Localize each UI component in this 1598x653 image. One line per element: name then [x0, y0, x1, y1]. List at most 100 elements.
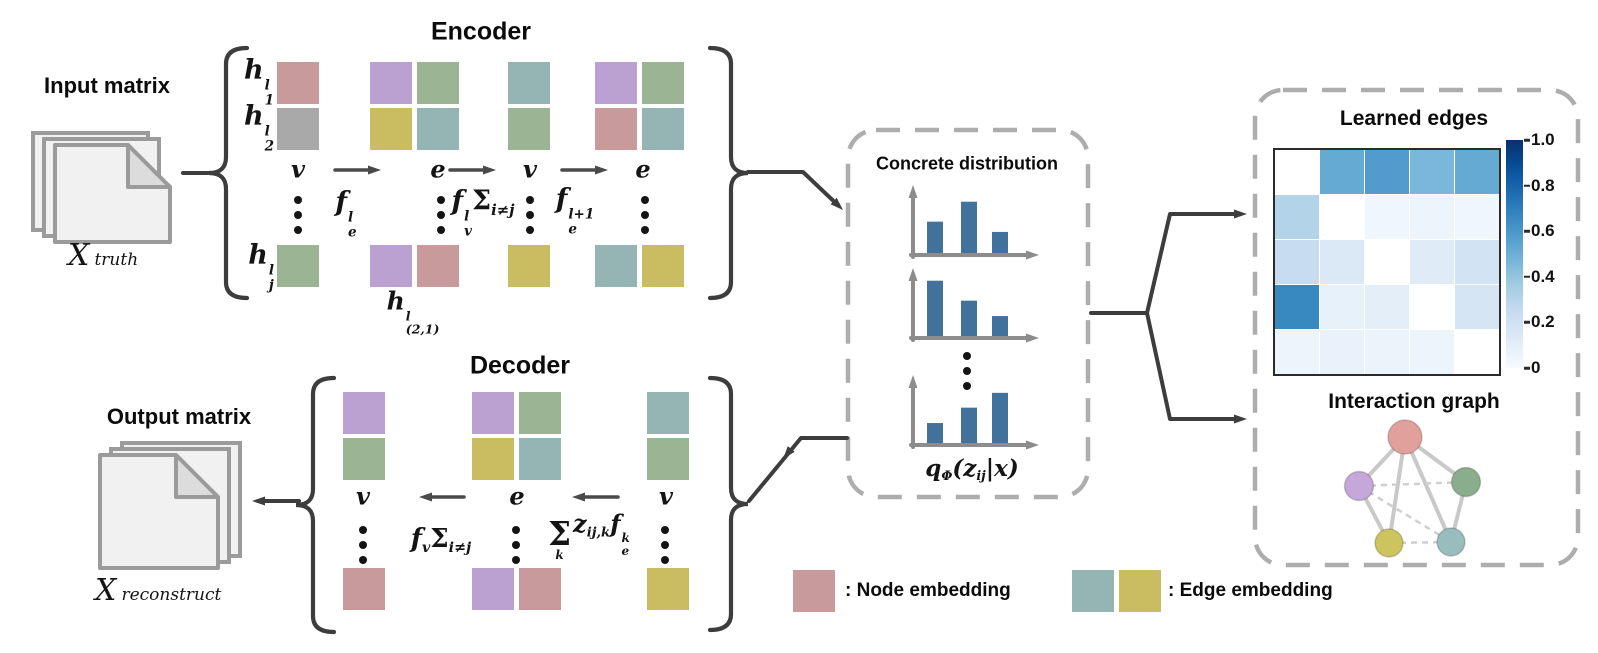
x-truth-symbol: X: [68, 238, 90, 273]
distribution-3-x-axis-head: [1026, 440, 1039, 450]
decoder-left-brace: [295, 375, 337, 635]
pink-embedding-square: [519, 568, 561, 610]
arrow-to-interaction-graph: [1145, 311, 1240, 421]
heatmap-cell-r4c1: [1320, 330, 1364, 374]
x-reconstruct-symbol: X: [95, 573, 117, 608]
learned-edges-title: Learned edges: [1339, 107, 1489, 130]
heatmap-cell-r3c1: [1320, 285, 1364, 329]
encoder-col2-bottom: [370, 245, 459, 291]
encoder-col3-bottom: [508, 245, 550, 291]
colorbar-tick-label: 0: [1531, 358, 1541, 377]
input-matrix-math-label: X truth: [68, 238, 138, 273]
decoder-arrow-v-to-e-head: [572, 492, 585, 502]
graph-node-2: [1343, 470, 1375, 502]
heatmap-cell-r0c4: [1455, 150, 1499, 194]
pink-embedding-square: [417, 245, 459, 287]
graph-edge-0-2-solid: [1403, 435, 1468, 484]
colorbar-tick-mark: [1524, 229, 1530, 233]
colorbar-tick-label: 0.4: [1531, 266, 1555, 286]
graph-edge-3-4-dashed: [1388, 540, 1452, 545]
concrete-distribution-title: Concrete distribution: [875, 153, 1059, 174]
purple-embedding-square: [370, 62, 412, 104]
arrow-to-learned-edges-head: [1234, 209, 1247, 219]
decoder-formula-fv-sum: fvΣi≠j: [410, 524, 472, 556]
output-matrix-pages-icon: [98, 441, 242, 570]
heatmap-cell-r3c2: [1365, 285, 1409, 329]
yellow-embedding-square: [647, 568, 689, 610]
graph-node-3: [1450, 466, 1482, 498]
purple-embedding-square: [370, 245, 412, 287]
colorbar-tick-mark: [1524, 138, 1530, 142]
decoder-ellipsis-3: [661, 526, 669, 571]
distribution-1-bar-3: [992, 231, 1008, 253]
decoder-col3-bottom: [647, 568, 689, 614]
heatmap-cell-r2c2: [1365, 240, 1409, 284]
heatmap-cell-r1c3: [1410, 195, 1454, 239]
colorbar: [1506, 140, 1523, 368]
heatmap-cell-r1c4: [1455, 195, 1499, 239]
green-embedding-square: [277, 245, 319, 287]
distribution-2-bar-2: [961, 300, 977, 336]
heatmap-cell-r2c0: [1275, 240, 1319, 284]
distribution-3-bar-2: [961, 407, 977, 443]
heatmap-cell-r3c0: [1275, 285, 1319, 329]
encoder-arrow-v-to-e-head: [368, 165, 381, 175]
pink-embedding-square: [793, 570, 835, 612]
encoder-col3-top: [508, 62, 550, 154]
graph-node-1: [1387, 419, 1423, 455]
learned-edges-heatmap: [1273, 148, 1501, 376]
purple-embedding-square: [343, 392, 385, 434]
decoder-ellipsis-2: [512, 526, 520, 571]
graph-edge-1-4-dashed: [1358, 484, 1452, 544]
encoder-left-brace: [208, 45, 250, 301]
colorbar-tick-label: 0.8: [1531, 175, 1555, 195]
heatmap-cell-r1c1: [1320, 195, 1364, 239]
heatmap-cell-r0c1: [1320, 150, 1364, 194]
graph-edge-1-2-dashed: [1358, 480, 1467, 488]
decoder-flow-label-v1: v: [356, 481, 370, 511]
decoder-col2-bottom: [472, 568, 561, 614]
green-embedding-square: [647, 438, 689, 480]
distribution-2-bar-1: [927, 280, 943, 336]
encoder-to-distribution-arrow-head: [830, 197, 843, 210]
decoder-col1-bottom: [343, 568, 385, 614]
encoder-flow-label-e1: e: [430, 154, 446, 184]
encoder-to-distribution-arrow: [746, 170, 839, 206]
encoder-title: Encoder: [430, 17, 532, 46]
yellow-embedding-square: [1119, 570, 1161, 612]
legend-edge-swatch: [1072, 570, 1161, 616]
colorbar-tick-label: 0.2: [1531, 312, 1555, 332]
interaction-graph-title: Interaction graph: [1328, 390, 1500, 413]
graph-edge-0-4-solid: [1403, 436, 1453, 543]
pink-embedding-square: [277, 62, 319, 104]
teal-embedding-square: [642, 108, 684, 150]
distribution-2-bar-3: [992, 316, 1008, 336]
colorbar-tick-mark: [1524, 366, 1530, 370]
graph-edge-0-1-solid: [1357, 435, 1407, 488]
distribution-to-decoder-arrow-head: [783, 446, 795, 459]
decoder-ellipsis-1: [359, 526, 367, 571]
encoder-col1-top: [277, 62, 319, 154]
heatmap-cell-r4c2: [1365, 330, 1409, 374]
arrow-to-learned-edges: [1145, 212, 1240, 315]
encoder-ellipsis-4: [641, 196, 649, 241]
colorbar-tick-label: 0.6: [1531, 221, 1555, 241]
encoder-col1-bottom: [277, 245, 319, 291]
heatmap-cell-r1c2: [1365, 195, 1409, 239]
legend-node-label: : Node embedding: [845, 580, 1011, 601]
encoder-flow-label-v1: v: [291, 154, 305, 184]
distribution-1-x-axis-head: [1026, 250, 1039, 260]
encoder-ellipsis-3: [526, 196, 534, 241]
green-embedding-square: [508, 108, 550, 150]
heatmap-cell-r3c3: [1410, 285, 1454, 329]
heatmap-cell-r0c3: [1410, 150, 1454, 194]
concrete-distribution-box: [845, 127, 1091, 500]
pink-embedding-square: [343, 568, 385, 610]
legend-node-swatch: [793, 570, 835, 616]
teal-embedding-square: [508, 62, 550, 104]
heatmap-cell-r2c3: [1410, 240, 1454, 284]
